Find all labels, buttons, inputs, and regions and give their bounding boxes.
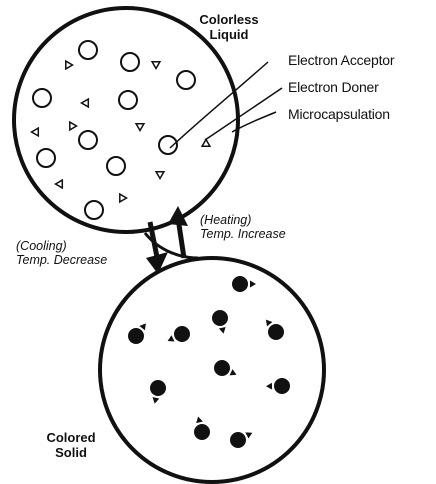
colored-complex-molecule	[212, 310, 228, 326]
bound-donor-molecule	[168, 335, 175, 341]
electron-acceptor-molecule	[107, 157, 125, 175]
colored-complex-molecule	[150, 380, 166, 396]
bound-donor-molecule	[219, 327, 226, 334]
colored-complex-molecule	[230, 432, 246, 448]
electron-donor-molecule	[82, 99, 89, 107]
electron-acceptor-molecule	[119, 91, 137, 109]
colored-solid-label: Colored Solid	[40, 430, 102, 460]
electron-donor-molecule	[120, 194, 127, 202]
acceptor-pointer-line	[170, 62, 268, 148]
colored-molecules	[128, 276, 290, 448]
electron-acceptor-molecule	[121, 53, 139, 71]
colored-complex-molecule	[274, 378, 290, 394]
colored-label-line2: Solid	[40, 445, 102, 460]
electron-acceptor-molecule	[37, 149, 55, 167]
heating-label-line2: Temp. Increase	[200, 227, 286, 241]
bound-donor-molecule	[230, 369, 237, 375]
colored-capsule-outline	[100, 258, 324, 482]
electron-donor-molecule	[152, 62, 160, 69]
bound-donor-molecule	[266, 383, 272, 390]
electron-acceptor-molecule	[177, 71, 195, 89]
cooling-label-line2: Temp. Decrease	[16, 253, 107, 267]
bound-donor-molecule	[245, 432, 252, 438]
heating-label: (Heating) Temp. Increase	[200, 213, 286, 241]
electron-acceptor-molecule	[79, 131, 97, 149]
electron-donor-molecule	[32, 128, 39, 136]
electron-acceptor-molecule	[85, 201, 103, 219]
cooling-label-line1: (Cooling)	[16, 239, 107, 253]
electron-acceptor-label: Electron Acceptor	[288, 52, 394, 68]
colored-complex-molecule	[128, 328, 144, 344]
electron-donor-molecule	[56, 180, 63, 188]
colored-complex-molecule	[268, 324, 284, 340]
bound-donor-molecule	[196, 417, 203, 424]
colorless-label-line2: Liquid	[188, 27, 270, 42]
microcapsulation-label: Microcapsulation	[288, 106, 390, 122]
colored-label-line1: Colored	[40, 430, 102, 445]
bound-donor-molecule	[250, 281, 256, 288]
colored-complex-molecule	[174, 326, 190, 342]
electron-donor-molecule	[136, 124, 144, 131]
electron-acceptor-molecule	[79, 41, 97, 59]
cooling-label: (Cooling) Temp. Decrease	[16, 239, 107, 267]
electron-donor-molecule	[202, 140, 210, 147]
colorless-molecules	[32, 41, 210, 219]
colored-complex-molecule	[214, 360, 230, 376]
electron-donor-label: Electron Doner	[288, 79, 379, 95]
electron-acceptor-molecule	[33, 89, 51, 107]
bound-donor-molecule	[139, 323, 146, 330]
colored-complex-molecule	[232, 276, 248, 292]
heating-label-line1: (Heating)	[200, 213, 286, 227]
bound-donor-molecule	[153, 397, 160, 404]
electron-donor-molecule	[70, 122, 77, 130]
colored-complex-molecule	[194, 424, 210, 440]
colorless-label-line1: Colorless	[188, 12, 270, 27]
bound-donor-molecule	[266, 320, 273, 327]
electron-donor-molecule	[156, 172, 164, 179]
colorless-liquid-label: Colorless Liquid	[188, 12, 270, 42]
electron-donor-molecule	[66, 61, 73, 69]
